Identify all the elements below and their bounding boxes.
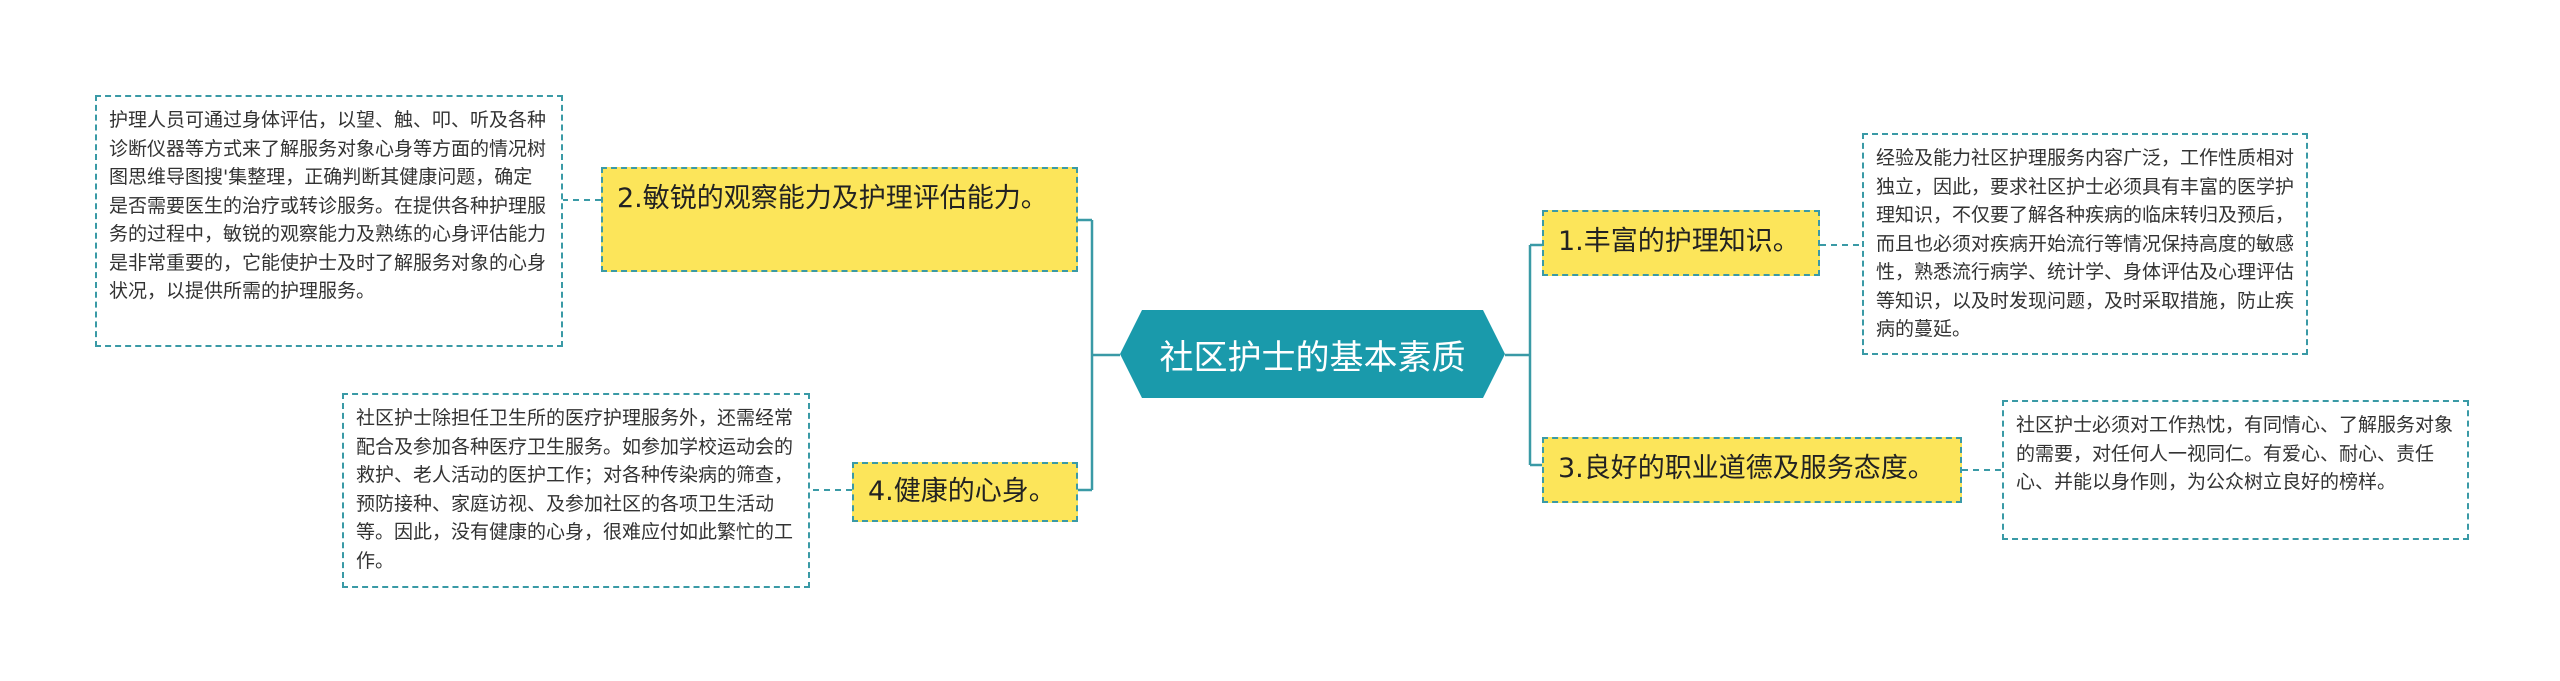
topic-observation-assessment-label: 2.敏锐的观察能力及护理评估能力。	[617, 183, 1048, 214]
topic-healthy-mind-body[interactable]: 4.健康的心身。	[852, 462, 1078, 522]
topic-rich-nursing-knowledge[interactable]: 1.丰富的护理知识。	[1542, 210, 1820, 276]
note-rich-nursing-knowledge-text: 经验及能力社区护理服务内容广泛，工作性质相对独立，因此，要求社区护士必须具有丰富…	[1876, 147, 2295, 340]
note-healthy-mind-body[interactable]: 社区护士除担任卫生所的医疗护理服务外，还需经常配合及参加各种医疗卫生服务。如参加…	[342, 393, 810, 588]
note-ethics-service-attitude-text: 社区护士必须对工作热忱，有同情心、了解服务对象的需要，对任何人一视同仁。有爱心、…	[2016, 414, 2454, 493]
central-topic[interactable]: 社区护士的基本素质	[1120, 310, 1505, 398]
topic-ethics-service-attitude[interactable]: 3.良好的职业道德及服务态度。	[1542, 437, 1962, 503]
topic-rich-nursing-knowledge-label: 1.丰富的护理知识。	[1558, 226, 1800, 257]
central-topic-label: 社区护士的基本素质	[1159, 337, 1466, 378]
note-rich-nursing-knowledge[interactable]: 经验及能力社区护理服务内容广泛，工作性质相对独立，因此，要求社区护士必须具有丰富…	[1862, 133, 2308, 355]
topic-ethics-service-attitude-label: 3.良好的职业道德及服务态度。	[1558, 453, 1935, 484]
topic-healthy-mind-body-label: 4.健康的心身。	[868, 476, 1056, 507]
note-observation-assessment[interactable]: 护理人员可通过身体评估，以望、触、叩、听及各种诊断仪器等方式来了解服务对象心身等…	[95, 95, 563, 347]
connector-center-right	[1505, 245, 1532, 465]
note-ethics-service-attitude[interactable]: 社区护士必须对工作热忱，有同情心、了解服务对象的需要，对任何人一视同仁。有爱心、…	[2002, 400, 2469, 540]
topic-observation-assessment[interactable]: 2.敏锐的观察能力及护理评估能力。	[601, 167, 1078, 272]
note-observation-assessment-text: 护理人员可通过身体评估，以望、触、叩、听及各种诊断仪器等方式来了解服务对象心身等…	[109, 109, 547, 302]
connector-center-left	[1090, 220, 1120, 490]
note-healthy-mind-body-text: 社区护士除担任卫生所的医疗护理服务外，还需经常配合及参加各种医疗卫生服务。如参加…	[356, 407, 794, 572]
